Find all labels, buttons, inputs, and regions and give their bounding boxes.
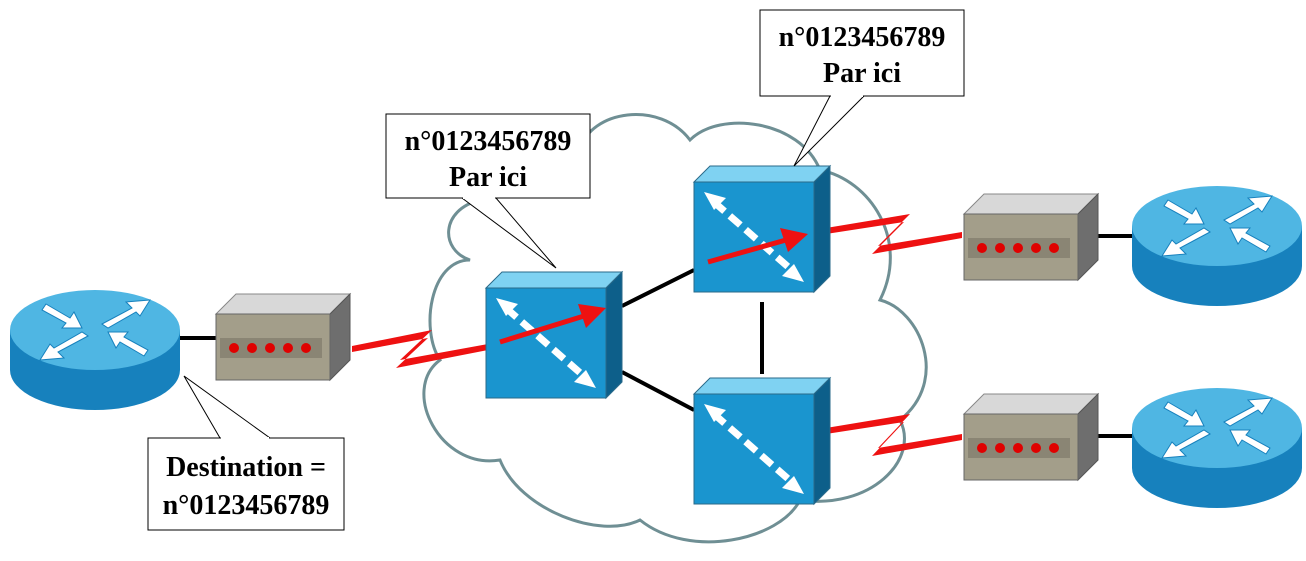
switch1-icon [486, 272, 622, 398]
callout-switch2-line1: n°0123456789 [779, 22, 946, 53]
modem-bottom-right-icon [963, 393, 1099, 481]
link-switch1-switch3 [621, 370, 695, 412]
switch2-icon [694, 166, 830, 292]
callout-switch2: n°0123456789 Par ici [759, 9, 965, 167]
serial-link-top-right [826, 214, 962, 254]
callout-switch2-line2: Par ici [823, 58, 901, 89]
serial-link-left [352, 330, 488, 368]
router-top-right-icon [1131, 185, 1303, 307]
callout-router-left-line2: n°0123456789 [163, 490, 330, 521]
callout-router-left: Destination = n°0123456789 [147, 375, 345, 531]
modem-left-icon [215, 293, 351, 381]
path-arrow-switch2 [707, 228, 808, 265]
serial-link-bottom-right [826, 414, 962, 456]
callout-switch1-line2: Par ici [449, 162, 527, 193]
callout-switch1: n°0123456789 Par ici [385, 113, 591, 269]
path-arrow-switch1 [499, 304, 606, 345]
callout-switch1-line1: n°0123456789 [405, 126, 572, 157]
switch3-icon [694, 378, 830, 504]
router-left-icon [9, 289, 181, 411]
link-switch1-switch2 [621, 268, 695, 308]
modem-top-right-icon [963, 193, 1099, 281]
callout-router-left-line1: Destination = [166, 452, 326, 483]
router-bottom-right-icon [1131, 387, 1303, 509]
